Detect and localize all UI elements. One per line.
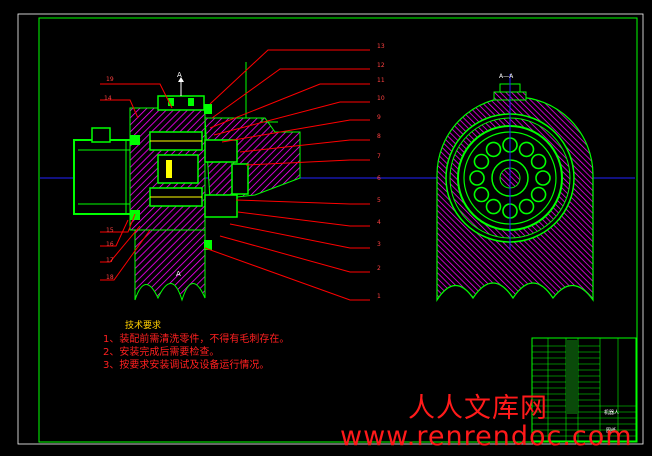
bearing-lower <box>204 194 238 218</box>
tech-notes-title: 技术要求 <box>125 321 162 331</box>
bearing-upper <box>204 139 238 163</box>
roller <box>485 141 502 158</box>
inner-border <box>38 17 638 443</box>
roller <box>473 186 490 203</box>
tech-note-3: 3、按要求安装调试及设备运行情况。 <box>103 360 270 371</box>
callout-12: 12 <box>377 62 385 69</box>
aa-rollers <box>469 137 551 219</box>
callout-8: 8 <box>377 133 381 140</box>
top-cap <box>157 95 205 111</box>
leader-lines <box>100 49 370 301</box>
roller <box>530 153 547 170</box>
title-block <box>531 337 637 442</box>
callout-5: 5 <box>377 197 381 204</box>
callout-16: 16 <box>106 241 114 248</box>
lower-housing <box>134 227 206 302</box>
roller <box>535 170 551 186</box>
callout-10: 10 <box>377 95 385 102</box>
section-view-title: A—A <box>499 73 514 80</box>
callout-9: 9 <box>377 114 381 121</box>
motor-body <box>73 139 135 215</box>
callout-4: 4 <box>377 219 381 226</box>
section-label-a: A <box>177 71 182 79</box>
callout-13: 13 <box>377 43 385 50</box>
callout-6: 6 <box>377 175 381 182</box>
callout-3: 3 <box>377 241 381 248</box>
watermark-url: www.renrendoc.com <box>340 421 633 452</box>
callout-18: 18 <box>106 274 114 281</box>
title-cell-2: 图纸 <box>606 428 617 434</box>
callout-11: 11 <box>377 77 385 84</box>
tech-note-1: 1、装配前需清洗零件，不得有毛刺存在。 <box>103 334 290 345</box>
roller <box>518 198 535 215</box>
roller <box>518 141 535 158</box>
tech-notes: 技术要求 1、装配前需清洗零件，不得有毛刺存在。 2、安装完成后需要检查。 3、… <box>103 320 289 372</box>
callout-1: 1 <box>377 293 381 300</box>
roller <box>485 198 502 215</box>
outer-border <box>17 13 644 445</box>
section-view-aa <box>436 74 594 303</box>
roller <box>469 170 485 186</box>
callout-19: 19 <box>106 76 114 83</box>
motor-connector <box>91 127 111 143</box>
callout-7: 7 <box>377 153 381 160</box>
section-label-a-bottom: A <box>176 270 181 278</box>
roller <box>530 186 547 203</box>
title-cell-1: 机器人 <box>604 410 620 416</box>
callout-17: 17 <box>106 257 114 264</box>
callout-14: 14 <box>104 95 112 102</box>
section-view <box>73 62 301 302</box>
tech-note-2: 2、安装完成后需要检查。 <box>103 347 220 358</box>
roller <box>473 153 490 170</box>
watermark-chinese: 人人文库网 <box>408 393 548 424</box>
callout-15: 15 <box>106 227 114 234</box>
callout-2: 2 <box>377 265 381 272</box>
